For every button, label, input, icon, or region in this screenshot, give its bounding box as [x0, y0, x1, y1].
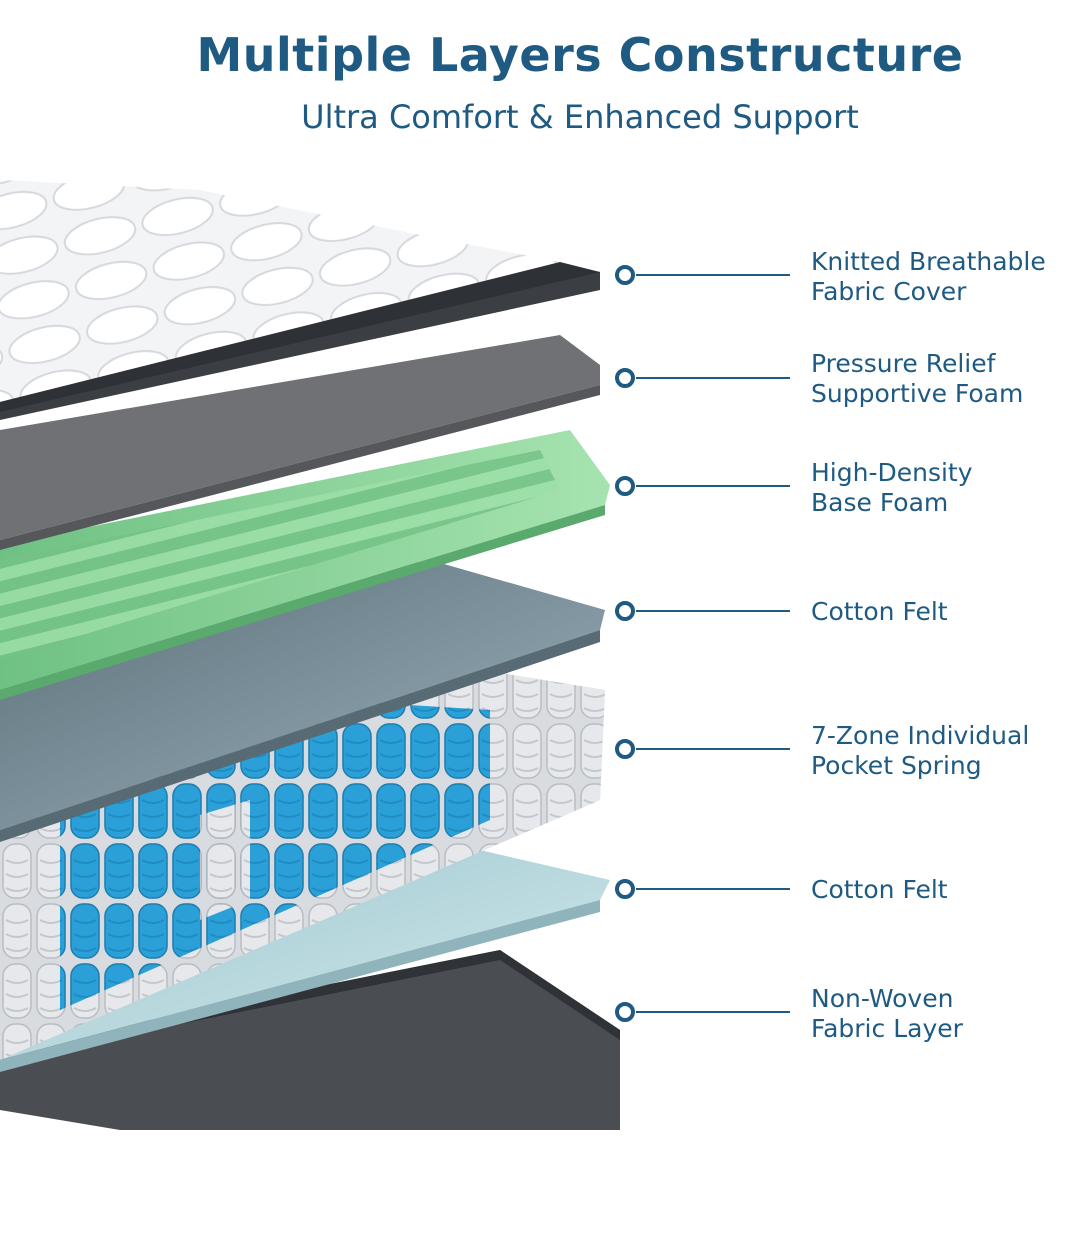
leader-knitted-cover: [615, 265, 790, 285]
leader-pocket-spring: [615, 739, 790, 759]
label-cotton-felt-lower: Cotton Felt: [811, 875, 948, 905]
label-line: High-Density: [811, 458, 973, 487]
label-line: Cotton Felt: [811, 875, 948, 904]
leader-non-woven-fabric: [615, 1002, 790, 1022]
label-line: Base Foam: [811, 488, 949, 517]
layer-non-woven-fabric: [0, 950, 620, 1130]
label-non-woven-fabric: Non-Woven Fabric Layer: [811, 984, 963, 1044]
leader-pressure-relief-foam: [615, 368, 790, 388]
label-pressure-relief-foam: Pressure Relief Supportive Foam: [811, 349, 1023, 409]
label-line: Pressure Relief: [811, 349, 996, 378]
layer-cotton-felt-lower: [0, 850, 610, 1072]
leader-cotton-felt-lower: [615, 879, 790, 899]
label-line: Supportive Foam: [811, 379, 1024, 408]
label-line: Fabric Layer: [811, 1014, 963, 1043]
layer-knitted-cover: [0, 180, 600, 420]
mattress-layers-illustration: [0, 180, 790, 1130]
label-pocket-spring: 7-Zone Individual Pocket Spring: [811, 721, 1029, 781]
leader-lines: [615, 265, 790, 1022]
page-subtitle: Ultra Comfort & Enhanced Support: [301, 98, 859, 136]
page-title: Multiple Layers Constructure: [196, 28, 964, 82]
leader-high-density-foam: [615, 476, 790, 496]
leader-cotton-felt-upper: [615, 601, 790, 621]
label-line: Cotton Felt: [811, 597, 948, 626]
label-line: Fabric Cover: [811, 277, 967, 306]
layer-pressure-relief-foam: [0, 335, 600, 550]
label-high-density-foam: High-Density Base Foam: [811, 458, 973, 518]
label-line: 7-Zone Individual: [811, 721, 1030, 750]
label-cotton-felt-upper: Cotton Felt: [811, 597, 948, 627]
layer-high-density-foam: [0, 430, 610, 700]
label-line: Knitted Breathable: [811, 247, 1046, 276]
label-knitted-cover: Knitted Breathable Fabric Cover: [811, 247, 1046, 307]
label-line: Non-Woven: [811, 984, 954, 1013]
label-line: Pocket Spring: [811, 751, 982, 780]
